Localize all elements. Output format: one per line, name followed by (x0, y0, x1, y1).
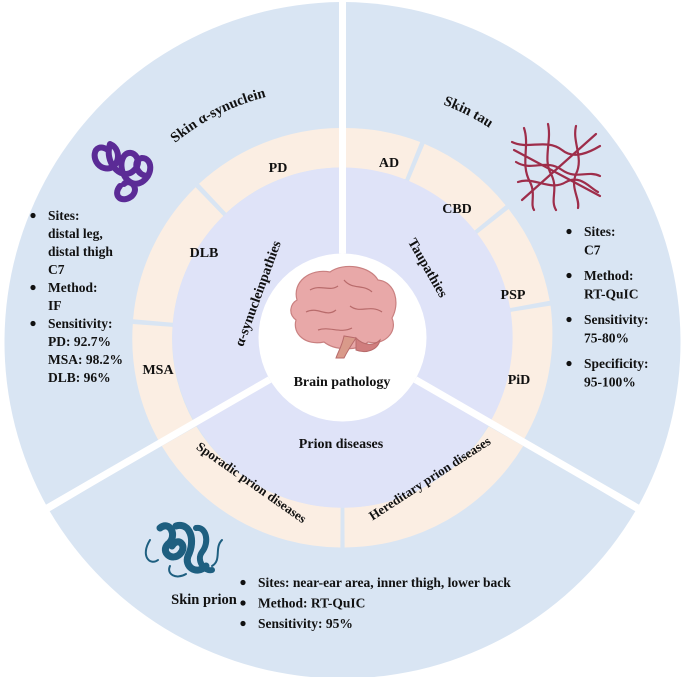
bullet-line: distal leg, (48, 226, 103, 241)
sector-divider-3 (41, 376, 272, 514)
bullet-line: Method: (48, 280, 98, 295)
disease-label-pid: PiD (508, 373, 531, 388)
disease-label-msa: MSA (142, 363, 174, 378)
bullet-line: C7 (48, 262, 65, 277)
bullet-line: distal thigh (48, 244, 113, 259)
disease-label-dlb: DLB (190, 246, 219, 261)
group-sector-prion (196, 337, 489, 508)
bullet-dot (240, 600, 246, 606)
disease-cell-dlb (133, 187, 224, 323)
bullet-dot (240, 579, 246, 586)
bullet-line: C7 (584, 243, 601, 258)
bullet-dot (30, 212, 36, 219)
bullet-line: Specificity: (584, 356, 648, 371)
tau-fibril-icon (510, 122, 602, 212)
bullet-line: PD: 92.7% (48, 334, 111, 349)
brain-icon (290, 265, 397, 359)
center-label: Brain pathology (294, 375, 391, 390)
bullet-dot (566, 316, 572, 323)
prion-section-title: Skin prion (171, 592, 237, 608)
disease-cell-msa (132, 324, 194, 442)
alpha-synuclein-icon (91, 141, 154, 203)
disease-cell-sporadic (161, 426, 341, 548)
bullet-dot (566, 360, 572, 367)
disease-cell-ad (344, 128, 421, 179)
bullet-line: Sensitivity: 95% (258, 616, 353, 631)
disease-cell-pd (199, 128, 341, 213)
sector-divider-2 (413, 376, 644, 514)
bullet-line: Method: RT-QuIC (258, 596, 365, 611)
bullet-dot (30, 284, 36, 291)
bullet-line: 75-80% (584, 331, 629, 346)
prion-protein-icon (144, 522, 223, 578)
bullet-line: MSA: 98.2% (48, 352, 123, 367)
bullet-line: Sites: (584, 224, 616, 239)
bullet-line: 95-100% (584, 375, 636, 390)
bullet-line: Sites: (48, 208, 80, 223)
disease-label-ad: AD (379, 156, 399, 171)
bullet-line: IF (48, 298, 62, 313)
bullet-dot (30, 320, 36, 327)
bullet-line: Sites: near-ear area, inner thigh, lower… (258, 575, 511, 590)
bullet-line: Method: (584, 268, 634, 283)
group-label-prion-diseases: Prion diseases (299, 437, 384, 452)
bullet-dot (566, 228, 572, 235)
bullet-line: DLB: 96% (48, 370, 111, 385)
disease-cell-cbd (409, 143, 506, 231)
bullet-dot (240, 620, 246, 627)
bullet-line: Sensitivity: (584, 312, 649, 327)
disease-cell-hereditary (344, 426, 524, 548)
bullet-line: Sensitivity: (48, 316, 113, 331)
prion-bullet-list: Sites: near-ear area, inner thigh, lower… (240, 575, 511, 631)
disease-label-cbd: CBD (442, 202, 472, 217)
disease-label-psp: PSP (501, 288, 526, 303)
bullet-line: RT-QuIC (584, 287, 639, 302)
disease-label-pd: PD (269, 161, 288, 176)
bullet-dot (566, 272, 572, 279)
